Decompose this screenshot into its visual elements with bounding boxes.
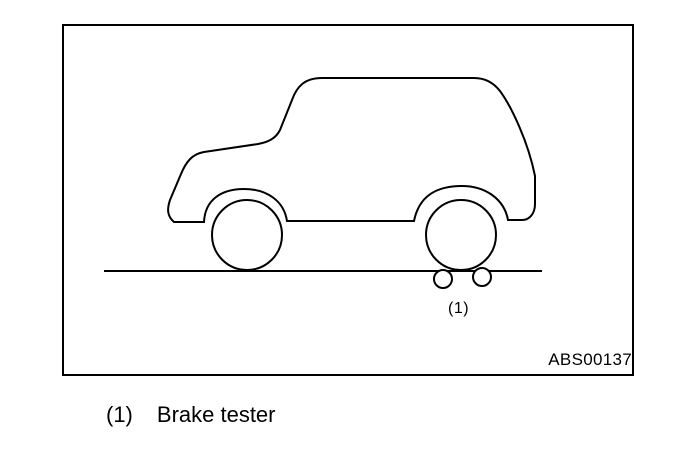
front-wheel: [211, 199, 283, 271]
legend-item-number: (1): [106, 402, 133, 427]
brake-tester-callout: (1): [448, 300, 470, 317]
vehicle-on-brake-tester-diagram: [104, 77, 542, 289]
rear-wheel: [425, 199, 497, 271]
legend-item-label: Brake tester: [156, 402, 276, 427]
vehicle-body-outline: [167, 77, 536, 223]
figure-code: ABS00137: [548, 350, 632, 369]
figure-frame: (1) ABS00137: [62, 24, 634, 376]
brake-tester-roller-left: [433, 269, 453, 289]
brake-tester-roller-right: [472, 267, 492, 287]
legend-item: (1) Brake tester: [106, 402, 276, 428]
